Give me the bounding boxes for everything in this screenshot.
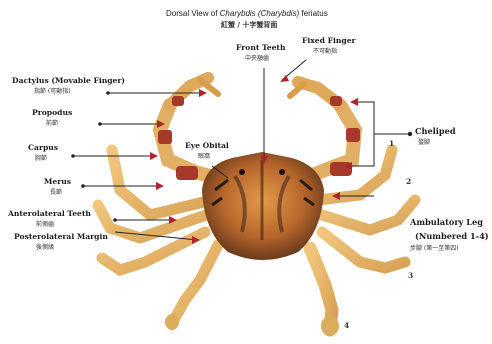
label-carpus-zh: 腕節 (35, 156, 47, 162)
label-propodus-zh: 前節 (46, 121, 58, 127)
label-front-teeth-zh: 中央額齒 (245, 56, 269, 62)
label-posterolateral-margin: Posterolateral Margin (14, 233, 108, 241)
label-dactylus: Dactylus (Movable Finger) (12, 77, 125, 85)
cheliped-pointer-dot (408, 132, 412, 136)
leg-number-2: 2 (406, 178, 411, 186)
carapace (202, 152, 324, 260)
label-cheliped: Cheliped (415, 127, 456, 135)
label-merus: Merus (44, 178, 71, 186)
label-fixed-finger-zh: 不可動指 (313, 49, 337, 55)
label-fixed-finger: Fixed Finger (302, 37, 356, 45)
diagram-subtitle: 紅蟹 / 十字蟹背面 (221, 22, 277, 29)
label-carpus: Carpus (28, 144, 58, 152)
label-dactylus-zh: 指節 (可動指) (34, 89, 71, 95)
label-ambulatory-leg: Ambulatory Leg (410, 218, 483, 226)
label-merus-zh: 長節 (50, 190, 62, 196)
label-eye-orbital: Eye Obital (185, 142, 229, 150)
label-front-teeth: Front Teeth (236, 44, 285, 52)
leg-number-3: 3 (408, 272, 413, 280)
leg-number-1: 1 (389, 140, 394, 148)
label-ambulatory-numbered: (Numbered 1-4) (415, 232, 489, 240)
label-eye-orbital-zh: 眼窩 (198, 154, 210, 160)
leg-number-4: 4 (344, 322, 349, 330)
label-anterolateral-teeth: Anterolateral Teeth (8, 210, 91, 218)
label-posterolateral-margin-zh: 後側緣 (36, 245, 54, 251)
label-propodus: Propodus (32, 109, 72, 117)
label-cheliped-zh: 螯腳 (418, 140, 430, 146)
label-anterolateral-teeth-zh: 前側齒 (36, 222, 54, 228)
label-ambulatory-leg-zh: 步腳 (第一至第四) (410, 246, 459, 252)
diagram-title: Dorsal View of Charybdis (Charybdis) fer… (166, 10, 328, 18)
